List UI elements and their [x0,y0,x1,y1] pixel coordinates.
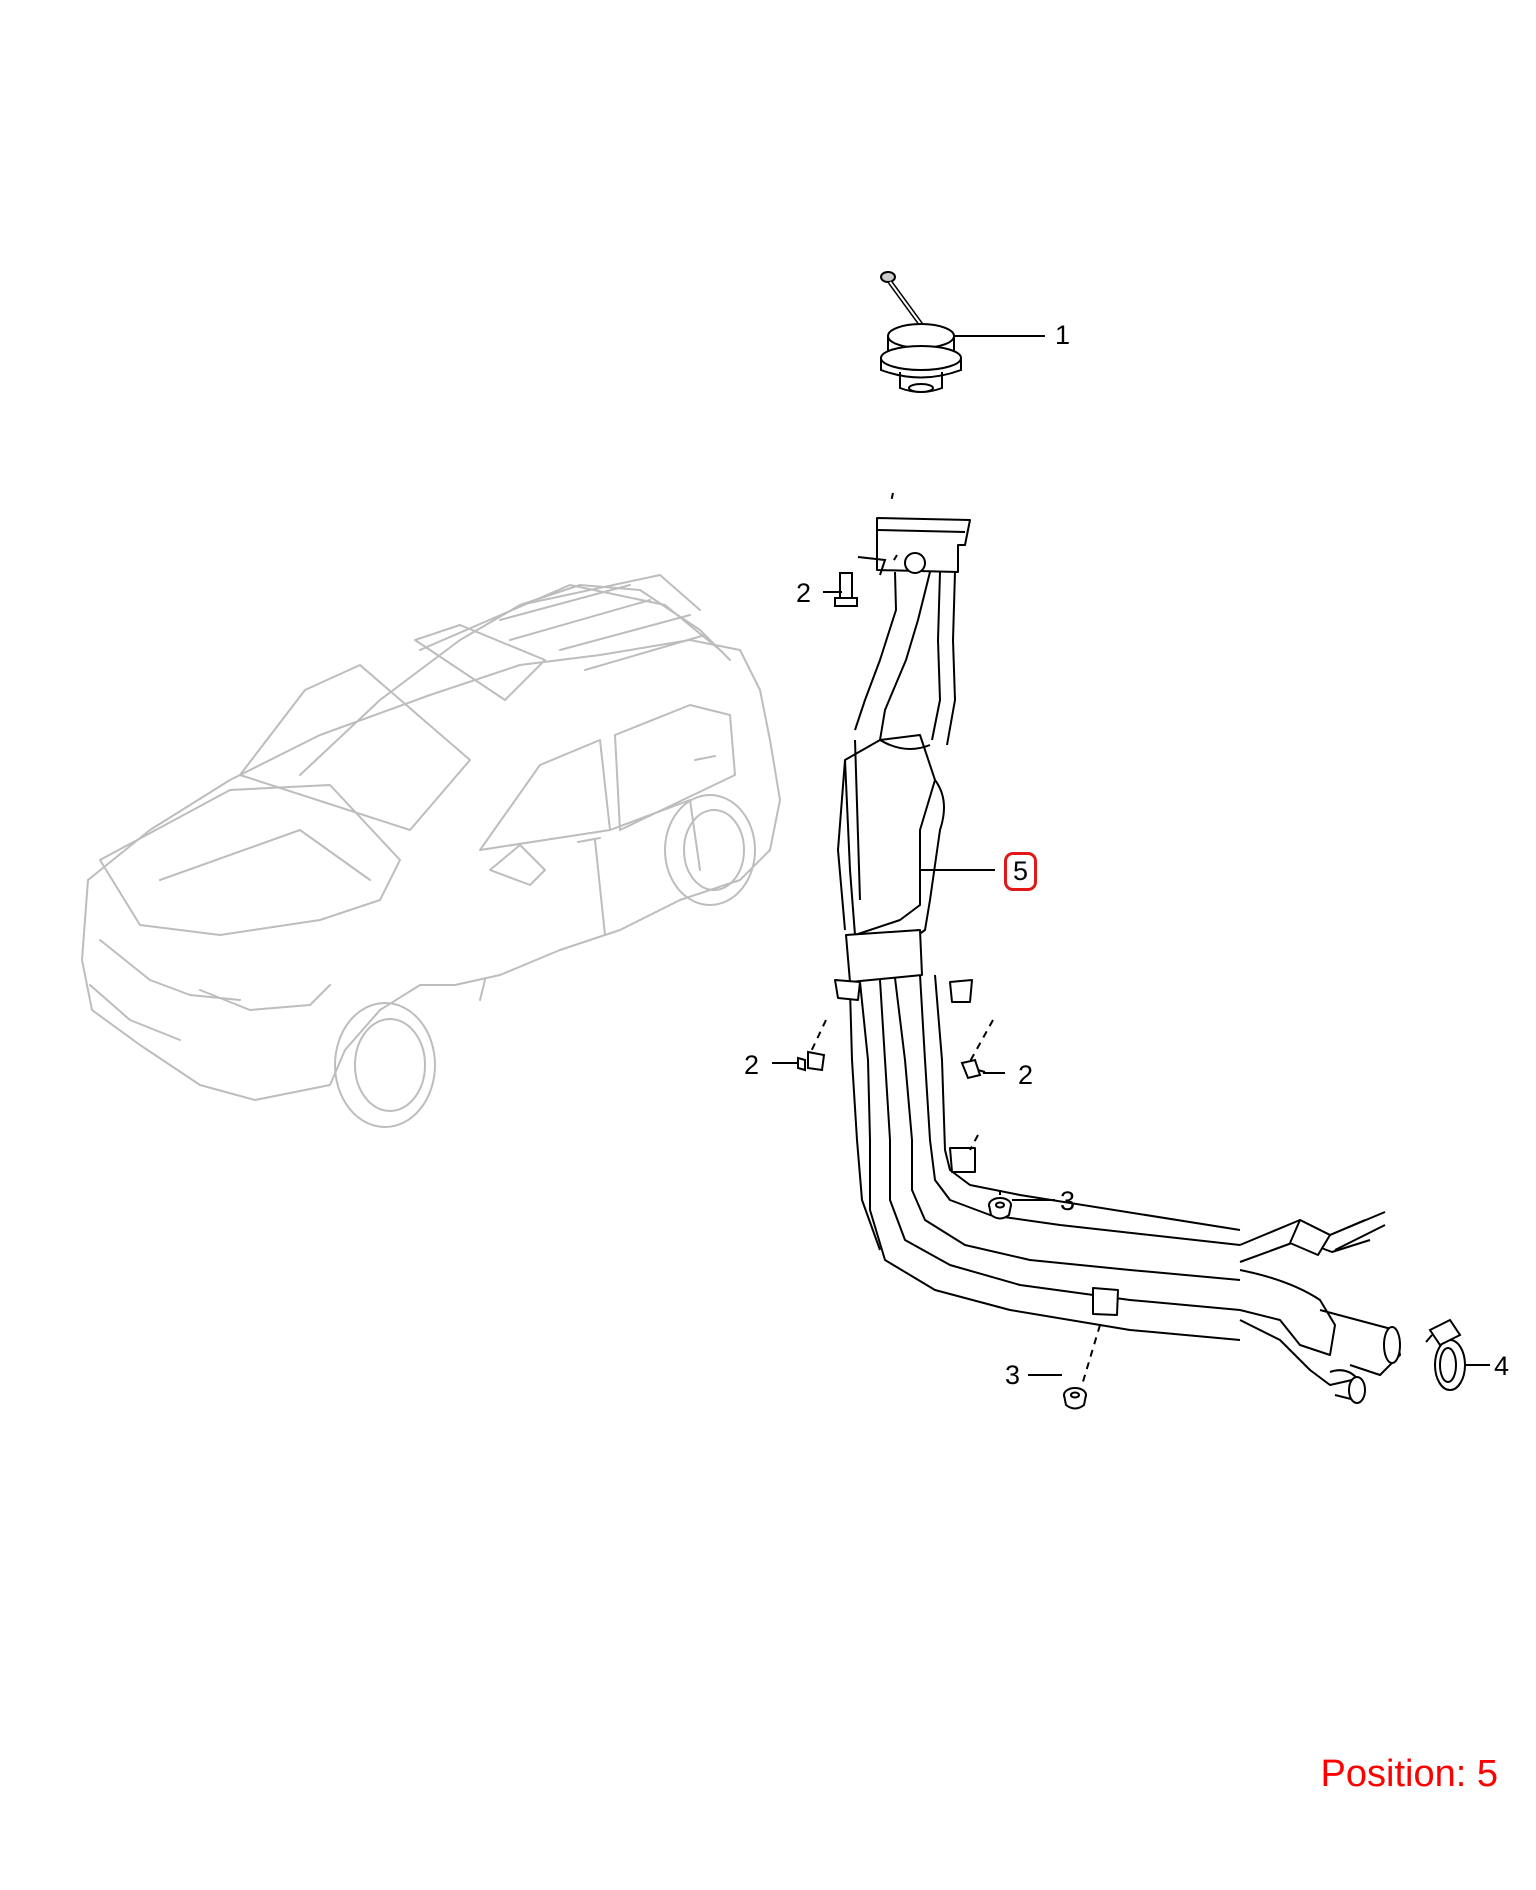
nut-3a [988,1197,1012,1220]
nut-3b [1063,1387,1087,1410]
callout-2a[interactable]: 2 [796,578,812,608]
vehicle-outline [81,574,781,1128]
position-label: Position: 5 [1320,1753,1498,1795]
fuel-filler-pipe [807,492,1401,1404]
bolt-2c [960,1058,986,1080]
fuel-cap [880,271,962,393]
callout-4[interactable]: 4 [1494,1351,1510,1381]
callout-1[interactable]: 1 [1055,320,1071,350]
callout-2b[interactable]: 2 [744,1050,760,1080]
callout-3a[interactable]: 3 [1060,1186,1076,1216]
bolt-2b [797,1050,826,1072]
callout-2c[interactable]: 2 [1018,1060,1034,1090]
callout-3b[interactable]: 3 [1005,1360,1021,1390]
callout-5-selected[interactable]: 5 [1004,852,1038,891]
hose-clamp [1425,1318,1466,1391]
